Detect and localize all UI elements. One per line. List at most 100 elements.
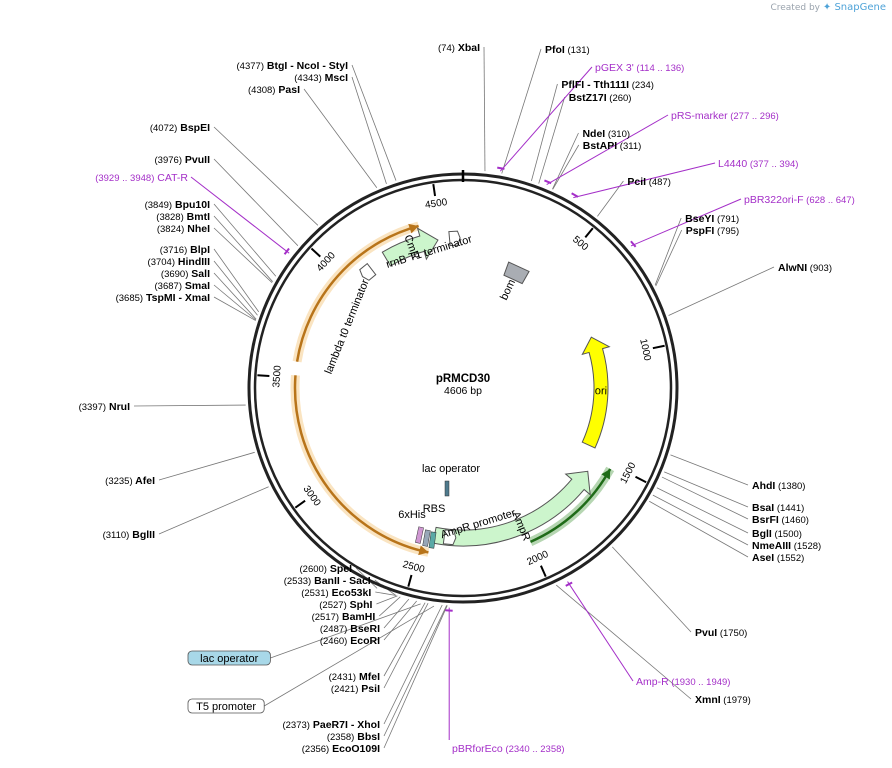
enzyme-bseri: (2487) BseRI <box>320 623 380 635</box>
primer-leader <box>190 176 290 254</box>
enzyme-name: BseRI <box>347 623 380 635</box>
tick-mark <box>635 475 647 484</box>
enzyme-position: (1380) <box>775 481 805 492</box>
enzyme-leader <box>383 602 429 689</box>
enzyme-banii: (2533) BanII - SacI <box>284 575 371 587</box>
enzyme-position: (3716) <box>160 245 187 256</box>
enzyme-extra: - Tth111I <box>584 79 629 91</box>
primer-name: pBRforEco <box>452 743 503 755</box>
leader-lines <box>133 46 775 749</box>
enzyme-bsrfi: BsrFI (1460) <box>752 514 809 526</box>
feature-leader <box>263 605 435 707</box>
enzyme-position: (1441) <box>774 503 804 514</box>
enzyme-position: (3849) <box>145 200 172 211</box>
enzyme-bpu10i: (3849) Bpu10I <box>145 199 210 211</box>
enzyme-psii: (2421) PsiI <box>331 683 380 695</box>
enzyme-name: BspEI <box>177 122 210 134</box>
enzyme-name: SpeI <box>327 563 352 575</box>
enzyme-position: (3828) <box>156 212 183 223</box>
primer-name: pBR322ori-F <box>744 194 804 206</box>
primer-mark <box>630 240 637 248</box>
enzyme-position: (3976) <box>155 155 182 166</box>
enzyme-blpi: (3716) BlpI <box>160 244 210 256</box>
tick-label: 1500 <box>619 460 639 485</box>
enzyme-name: AhdI <box>752 480 775 492</box>
primer-range: (2340 .. 2358) <box>503 744 565 755</box>
enzyme-position: (2600) <box>300 564 327 575</box>
lac-operator-inner-label: lac operator <box>422 463 480 475</box>
enzyme-name: MscI <box>322 72 348 84</box>
primer-name: Amp-R <box>636 676 669 688</box>
enzyme-position: (791) <box>714 214 739 225</box>
enzyme-leader <box>213 284 257 321</box>
enzyme-leader <box>375 591 397 596</box>
enzyme-position: (1552) <box>774 553 804 564</box>
enzyme-position: (1979) <box>721 695 751 706</box>
enzyme-name: BglII <box>129 529 155 541</box>
enzyme-position: (2460) <box>320 636 347 647</box>
enzyme-btgi: (4377) BtgI - NcoI - StyI <box>237 60 349 72</box>
enzyme-position: (4343) <box>294 73 321 84</box>
enzyme-position: (3690) <box>161 269 188 280</box>
boxed-label-text: lac operator <box>200 653 258 665</box>
enzyme-leader <box>383 598 410 629</box>
enzyme-name: BsrFI <box>752 514 779 526</box>
lac-operator-block <box>444 480 450 497</box>
enzyme-name: SmaI <box>182 280 210 292</box>
enzyme-pspfi: PspFI (795) <box>686 225 739 237</box>
enzyme-ndei: NdeI (310) <box>582 128 630 140</box>
enzyme-position: (1500) <box>772 529 802 540</box>
primer-name: CAT-R <box>154 172 188 184</box>
enzyme-ecoo109i: (2356) EcoO109I <box>302 743 380 755</box>
enzyme-name: NheI <box>184 223 210 235</box>
boxed-label-t5-promoter <box>187 698 265 714</box>
enzyme-pvuii: (3976) PvuII <box>155 154 211 166</box>
enzyme-leader <box>649 500 749 558</box>
feature-bom-label: bom <box>498 278 518 302</box>
enzyme-bsai: BsaI (1441) <box>752 502 804 514</box>
primer-range: (3929 .. 3948) <box>95 173 154 184</box>
enzyme-tspmi: (3685) TspMI - XmaI <box>116 292 210 304</box>
enzyme-hindiii: (3704) HindIII <box>148 256 211 268</box>
enzyme-extra: - XhoI <box>348 719 380 731</box>
enzyme-leader <box>552 144 580 190</box>
enzyme-leader <box>654 217 682 286</box>
enzyme-name: AseI <box>752 552 774 564</box>
enzyme-position: (3704) <box>148 257 175 268</box>
enzyme-name: PfoI <box>545 44 565 56</box>
enzyme-leader <box>158 486 269 535</box>
enzyme-name: AlwNI <box>778 262 807 274</box>
enzyme-position: (1750) <box>717 628 747 639</box>
credit-prefix: Created by <box>770 3 820 13</box>
primer-leader <box>499 66 593 172</box>
primer-name: pRS-marker <box>671 110 728 122</box>
feature-rrnb-t1-terminator <box>448 230 461 247</box>
enzyme-name: PciI <box>627 176 646 188</box>
enzyme-position: (903) <box>807 263 832 274</box>
enzyme-leader <box>351 76 387 185</box>
enzyme-bseyi: BseYI (791) <box>685 213 739 225</box>
primer-range: (377 .. 394) <box>747 159 798 170</box>
enzyme-position: (1528) <box>791 541 821 552</box>
enzyme-name: PflFI <box>561 79 584 91</box>
primer-pgex-3: pGEX 3' (114 .. 136) <box>595 62 684 74</box>
enzyme-position: (3235) <box>105 476 132 487</box>
credit-brand: SnapGene <box>834 2 886 13</box>
enzyme-name: HindIII <box>175 256 210 268</box>
enzyme-position: (260) <box>607 93 632 104</box>
enzyme-leader <box>213 158 299 246</box>
boxed-label-text: T5 promoter <box>196 701 256 713</box>
enzyme-afei: (3235) AfeI <box>105 475 155 487</box>
enzyme-name: PvuI <box>695 627 717 639</box>
tick-label: 2000 <box>525 549 550 568</box>
enzyme-xmni: XmnI (1979) <box>695 694 751 706</box>
tick-label: 2500 <box>401 559 426 576</box>
his-tag-label: 6xHis <box>398 509 426 521</box>
enzyme-position: (3110) <box>103 530 130 541</box>
enzyme-position: (2533) <box>284 576 311 587</box>
enzyme-sphi: (2527) SphI <box>319 599 372 611</box>
primer-leader <box>573 162 716 199</box>
backbone-ring <box>247 170 679 604</box>
tick-mark <box>294 499 306 509</box>
enzyme-name: NruI <box>106 401 130 413</box>
